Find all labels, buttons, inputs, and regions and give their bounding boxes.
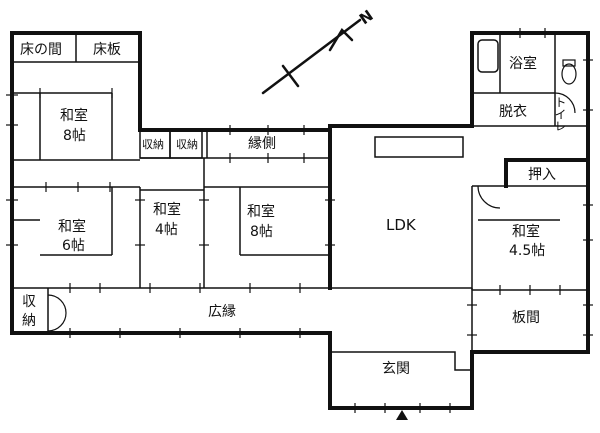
- room-washitsu-4-l2: 4帖: [155, 222, 178, 238]
- room-washitsu-8-nw-l2: 8帖: [63, 128, 86, 144]
- door-swings: [47, 92, 576, 332]
- room-washitsu-6-l1: 和室: [58, 218, 86, 235]
- room-toilet: トイレ: [553, 96, 567, 132]
- entrance-marker: [396, 410, 408, 420]
- window-ticks: [6, 28, 593, 413]
- room-shuno-sw-1: 収: [22, 294, 36, 310]
- compass-arrow: [261, 18, 362, 95]
- room-tokoita: 床板: [93, 42, 121, 58]
- room-genkan: 玄関: [382, 360, 410, 377]
- room-shuno-1: 収納: [142, 138, 164, 151]
- room-ldk: LDK: [386, 216, 417, 234]
- compass-north-label: N: [356, 6, 377, 28]
- outer-walls: [10, 31, 590, 410]
- interior-walls: [12, 33, 588, 371]
- room-tokonoma: 床の間: [20, 42, 62, 58]
- room-labels: 床の間 床板 和室 8帖 収納 収納 縁側 和室 6帖 和室 4帖 和室 8帖 …: [20, 42, 567, 377]
- room-washitsu-6-l2: 6帖: [62, 238, 85, 254]
- room-itama: 板間: [512, 310, 540, 326]
- room-washitsu-45-l2: 4.5帖: [509, 243, 545, 259]
- room-engawa: 縁側: [248, 136, 276, 152]
- room-shuno-sw-2: 納: [22, 313, 36, 329]
- room-hiroen: 広縁: [208, 304, 236, 320]
- room-washitsu-8-c-l1: 和室: [247, 203, 275, 220]
- room-washitsu-8-c-l2: 8帖: [250, 224, 273, 240]
- room-washitsu-4-l1: 和室: [153, 201, 181, 218]
- room-datsui: 脱衣: [499, 104, 527, 120]
- room-washitsu-45-l1: 和室: [512, 223, 540, 240]
- room-oshiire: 押入: [528, 167, 556, 183]
- room-yokushitsu: 浴室: [509, 55, 537, 72]
- room-shuno-2: 収納: [176, 138, 198, 151]
- room-washitsu-8-nw-l1: 和室: [60, 107, 88, 124]
- toilet-fixture: [561, 59, 577, 85]
